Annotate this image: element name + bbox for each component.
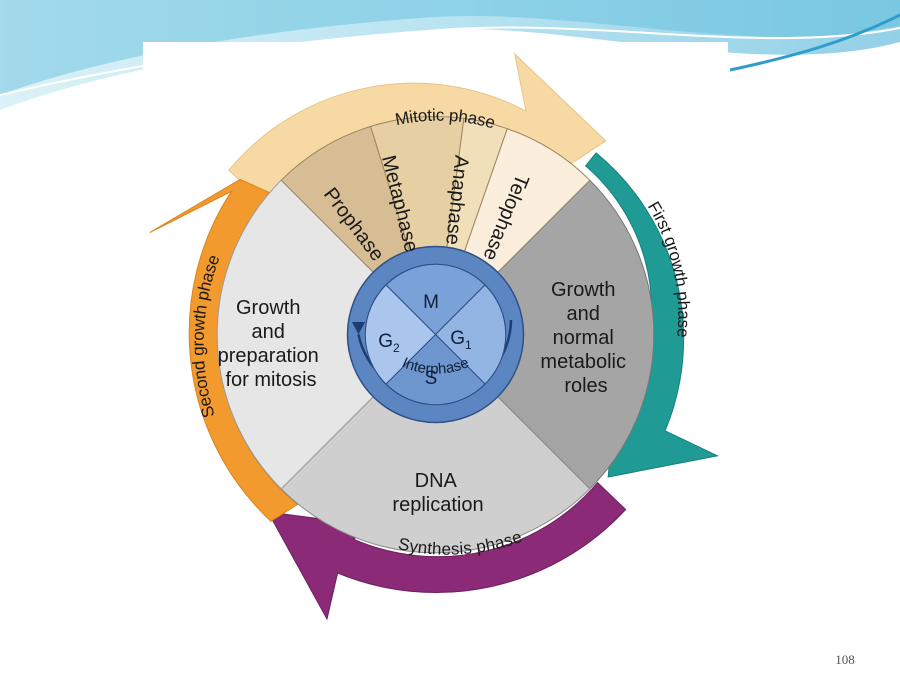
page-number: 108 [835,652,855,667]
cell-cycle-diagram: M G1 G2 S Interphase Mitotic phase First… [143,42,728,627]
segment-s [280,333,591,554]
g1-segment-label: Growth and normal metabolic roles [540,279,631,397]
core-quadrant-g2 [364,284,437,385]
cell-cycle-svg: M G1 G2 S Interphase Mitotic phase First… [149,52,719,621]
interphase-label: Interphase [400,354,472,378]
core-label-g1: G1 [450,328,472,352]
core-quadrant-s [385,333,486,406]
s-segment-label: DNA replication [392,470,483,516]
g2-segment-label: Growth and preparation for mitosis [218,297,325,391]
core-quadrant-g1 [434,284,507,385]
core-label-m: M [423,292,439,313]
interphase-arrowhead [352,322,365,335]
core-label-g2: G2 [378,331,400,355]
core-quadrant-m [385,263,486,336]
segment-g2 [216,179,437,490]
slide-header-wave [0,0,900,110]
segment-g1 [434,179,655,490]
core-label-s: S [425,368,438,389]
